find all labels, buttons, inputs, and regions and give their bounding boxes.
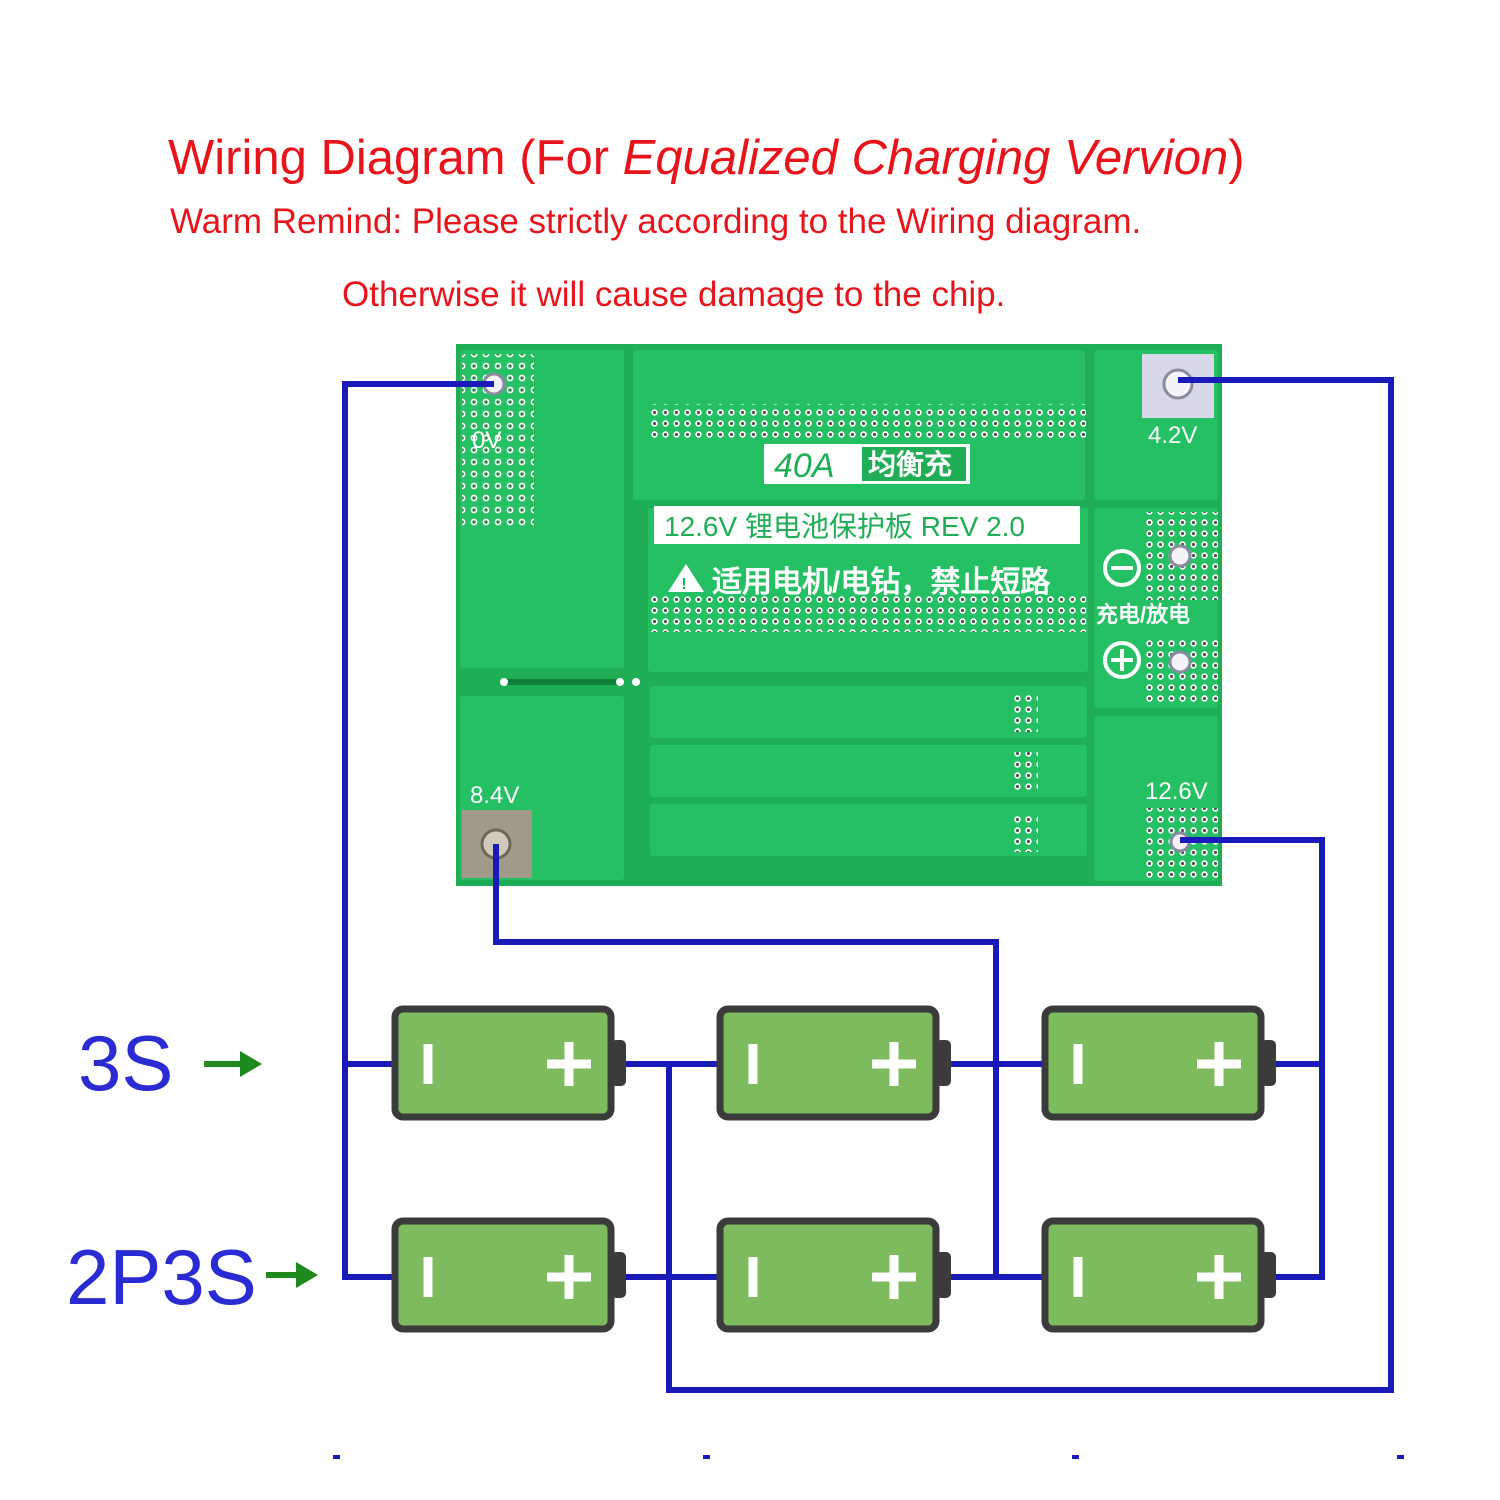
warm-remind-line2: Otherwise it will cause damage to the ch… [342, 275, 1006, 314]
pad-84v-label: 8.4V [470, 782, 519, 809]
board-strip-2 [650, 745, 1087, 797]
charge-discharge-label: 充电/放电 [1096, 602, 1190, 627]
battery-r2-c2 [716, 1217, 951, 1333]
rev-label: 12.6V 锂电池保护板 REV 2.0 [664, 511, 1025, 542]
diagram-title: Wiring Diagram (For Equalized Charging V… [168, 130, 1245, 186]
battery-r1-c2 [716, 1005, 951, 1121]
model-cn-box [862, 447, 966, 481]
hole-array-mid [650, 596, 1086, 632]
warm-remind-line1: Warm Remind: Please strictly according t… [170, 202, 1142, 241]
bottom-marks [333, 1455, 1404, 1459]
warning-text: 适用电机/电钻，禁止短路 [712, 566, 1051, 599]
model-cn-label: 均衡充 [868, 448, 952, 480]
label-3s: 3S [78, 1019, 174, 1107]
wire-126v [1180, 837, 1325, 1280]
label-2p3s: 2P3S [66, 1233, 257, 1321]
battery-r1-c1 [391, 1005, 626, 1121]
rev-label-box [654, 506, 1080, 544]
pad-positive [1168, 650, 1192, 674]
battery-r2-c3 [1041, 1217, 1276, 1333]
wire-42v [666, 377, 1394, 1393]
warning-icon-mark: ! [681, 576, 686, 593]
board-strip-1 [650, 686, 1087, 738]
battery-r2-c1 [391, 1217, 626, 1333]
hole-array-strip1 [1012, 692, 1038, 732]
plus-icon [1103, 641, 1141, 679]
hole-array-strip3 [1012, 812, 1038, 852]
title-prefix: Wiring Diagram (For [168, 131, 623, 185]
pad-126v-label: 12.6V [1145, 778, 1208, 805]
model-label: 40A [774, 447, 835, 485]
minus-icon [1103, 549, 1141, 587]
pad-negative [1168, 544, 1192, 568]
title-italic: Equalized Charging Vervion [622, 131, 1229, 185]
pad-42v-label: 4.2V [1148, 422, 1197, 449]
wires [342, 377, 1394, 1393]
hole-array-strip2 [1012, 752, 1038, 792]
arrow-2p3s-icon [266, 1262, 318, 1288]
arrow-3s-icon [204, 1051, 262, 1077]
protection-board: 40A 均衡充 12.6V 锂电池保护板 REV 2.0 ! 适用电机/电钻，禁… [456, 344, 1222, 886]
board-strip-3 [650, 804, 1087, 856]
wire-0v [342, 381, 494, 1280]
title-suffix: ) [1228, 131, 1245, 185]
wire-84v [493, 844, 999, 1277]
hole-array-top [650, 404, 1086, 440]
board-via [632, 678, 640, 686]
warning-icon [668, 564, 704, 592]
pad-42v [1162, 368, 1194, 400]
board-via [500, 678, 508, 686]
board-via [616, 678, 624, 686]
pad-0v-label: 0V [472, 427, 501, 454]
battery-r1-c3 [1041, 1005, 1276, 1121]
